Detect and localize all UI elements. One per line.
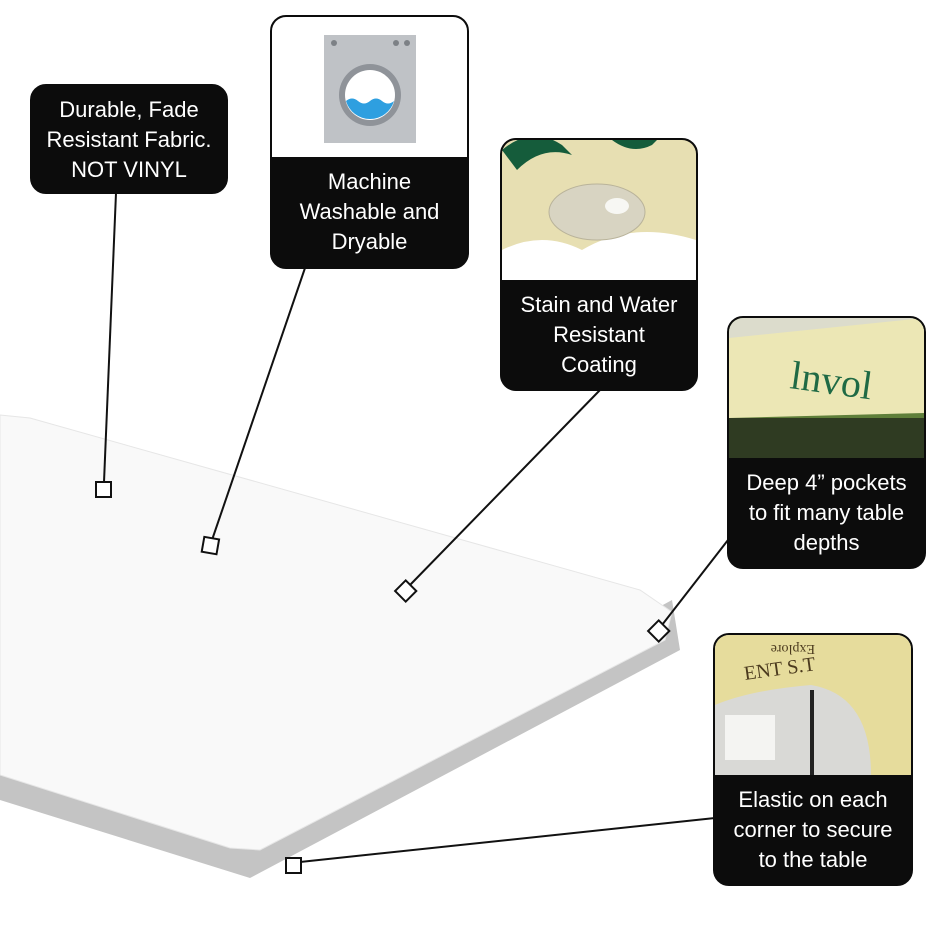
elastic-corner-photo: ENT S.T Explore [715,635,911,775]
callout-text: corner to secure [733,817,893,842]
callout-text: Elastic on each [738,787,888,812]
washing-machine-icon [272,17,467,157]
leader-lines [103,192,729,863]
svg-text:Explore: Explore [771,641,815,656]
marker-pockets [646,618,671,644]
callout-text: Coating [561,352,637,377]
water-droplet-photo [502,140,696,280]
callout-stain: Stain and Water Resistant Coating [500,138,698,391]
callout-text: Deep 4” pockets [746,470,907,495]
marker-elastic [285,857,302,874]
callout-fabric: Durable, Fade Resistant Fabric. NOT VINY… [30,84,228,194]
callout-pockets: lnvol Deep 4” pockets to fit many table … [727,316,926,569]
callout-text: to fit many table [748,500,905,525]
callout-elastic: ENT S.T Explore Elastic on each corner t… [713,633,913,886]
table-pocket-photo: lnvol [729,318,924,458]
table-top [0,414,673,851]
callout-text: Machine [327,169,412,194]
callout-text: Resistant Fabric. [46,127,212,152]
callout-text: Washable and [299,199,440,224]
callout-text: NOT VINYL [71,157,187,182]
marker-fabric [95,481,112,498]
callout-washable: Machine Washable and Dryable [270,15,469,269]
callout-text: Dryable [331,229,408,254]
callout-text: to the table [758,847,868,872]
callout-text: Durable, Fade [59,97,199,122]
callout-text: depths [793,530,860,555]
callout-text: Stain and Water [520,292,678,317]
marker-stain [393,578,418,604]
callout-text: Resistant [553,322,645,347]
marker-washable [200,535,221,556]
